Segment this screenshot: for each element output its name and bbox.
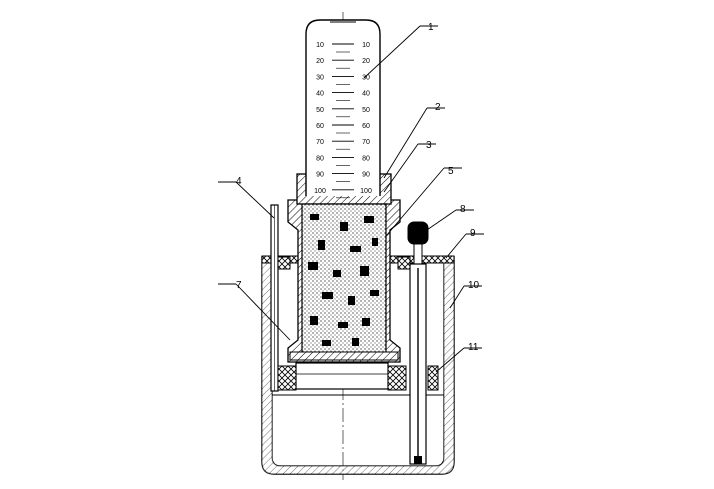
leader-line-7 <box>235 283 291 341</box>
callout-label-8: 8 <box>460 204 466 215</box>
base-support <box>277 256 411 391</box>
scale-left-label: 50 <box>316 107 324 114</box>
scale-right-label: 60 <box>362 123 370 130</box>
callout-label-5: 5 <box>448 166 454 177</box>
scale-left-label: 10 <box>316 42 324 49</box>
leader-line-4 <box>235 181 275 219</box>
scale-right-label: 70 <box>362 139 370 146</box>
callout-label-10: 10 <box>468 280 480 291</box>
callout-leaders: 1 2 3 4 5 7 8 9 10 11 <box>218 22 484 373</box>
thermometer <box>407 221 439 465</box>
scale-left-label: 40 <box>316 91 324 98</box>
scale-left-label: 80 <box>316 155 324 162</box>
scale-left-label: 100 <box>314 188 326 195</box>
callout-label-9: 9 <box>470 228 476 239</box>
scale-left-label: 30 <box>316 74 324 81</box>
leader-line-5 <box>385 167 445 237</box>
scale-right-label: 20 <box>362 58 370 65</box>
scale-left-label: 70 <box>316 139 324 146</box>
sample-core <box>301 203 387 355</box>
callout-label-4: 4 <box>236 176 242 187</box>
scale-right-label: 90 <box>362 172 370 179</box>
leader-line-9 <box>445 233 467 259</box>
callout-label-7: 7 <box>236 280 242 291</box>
graduated-tube <box>305 19 381 196</box>
callout-label-1: 1 <box>428 22 434 33</box>
leader-line-11 <box>435 347 465 373</box>
leader-line-8 <box>423 209 457 233</box>
callout-label-2: 2 <box>435 102 441 113</box>
callout-label-3: 3 <box>426 140 432 151</box>
scale-right-label: 100 <box>360 188 372 195</box>
scale-right-label: 80 <box>362 155 370 162</box>
scale-left-label: 90 <box>316 172 324 179</box>
leader-line-3 <box>383 143 419 193</box>
scale-right-label: 10 <box>362 42 370 49</box>
leader-line-10 <box>449 285 465 309</box>
scale-left-label: 20 <box>316 58 324 65</box>
leader-line-2 <box>383 107 428 179</box>
scale-right-label: 40 <box>362 91 370 98</box>
tube-scale: 10 10 20 20 30 30 40 40 50 50 60 60 70 70 80 80 90 90 100 1… <box>314 42 372 199</box>
leader-line-1 <box>363 25 421 79</box>
scale-right-label: 30 <box>362 74 370 81</box>
callout-label-11: 11 <box>468 342 479 353</box>
scale-right-label: 50 <box>362 107 370 114</box>
support-rod <box>270 204 279 392</box>
scale-left-label: 60 <box>316 123 324 130</box>
